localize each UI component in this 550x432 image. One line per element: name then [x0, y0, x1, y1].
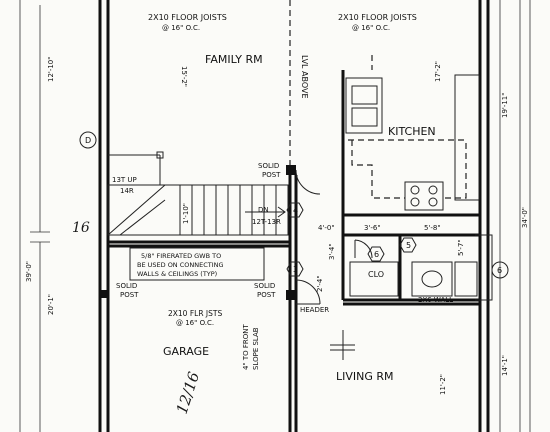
dim-15-2: 15'-2"	[180, 66, 188, 87]
solid-post-left: SOLID	[116, 282, 137, 290]
solid-posts	[100, 165, 296, 300]
stair-up-risers: 14R	[120, 187, 134, 195]
family-room-label: FAMILY RM	[205, 53, 263, 66]
dim-1-10: 1'-10"	[182, 203, 190, 224]
tag-d: D	[85, 136, 91, 145]
stair-dn-risers: 12T-13R	[252, 218, 281, 226]
tag-3: 3	[293, 265, 298, 274]
bath-fixtures	[349, 239, 478, 297]
solid-post-top-2: POST	[262, 171, 281, 179]
solid-post-top: SOLID	[258, 162, 279, 170]
living-room-label: LIVING RM	[336, 370, 394, 383]
staircase	[107, 151, 289, 236]
joists-right-oc: @ 16" O.C.	[352, 24, 390, 32]
dim-17-2: 17'-2"	[434, 61, 442, 82]
header-label: HEADER	[300, 306, 329, 314]
closet-label: CLO	[368, 270, 384, 279]
joists-left-label: 2X10 FLOOR JOISTS	[148, 13, 227, 22]
solid-post-mid: SOLID	[254, 282, 275, 290]
stair-up-label: 13T UP	[112, 176, 137, 184]
dim-19-11: 19'-11"	[501, 93, 509, 118]
handwritten-16: 16	[72, 220, 90, 236]
dim-5-7: 5'-7"	[457, 239, 465, 256]
tag-6b: 6	[497, 266, 502, 275]
callout-tags: D 4 6 5 3 6	[79, 131, 509, 279]
dim-3-4: 3'-4"	[328, 243, 336, 260]
dim-39-0: 39'-0"	[25, 261, 33, 282]
slope-note-1: 4" TO FRONT	[242, 323, 250, 370]
dim-5-8: 5'-8"	[424, 224, 441, 232]
solid-post-mid-2: POST	[257, 291, 276, 299]
joists-right-label: 2X10 FLOOR JOISTS	[338, 13, 417, 22]
wall-2x6-label: 2X6 WALL	[418, 296, 453, 304]
stair-dn-label: DN	[258, 206, 269, 214]
fire-note-box	[129, 247, 265, 281]
solid-post-left-2: POST	[120, 291, 139, 299]
dim-14-1: 14'-1"	[501, 355, 509, 376]
dim-12-10: 12'-10"	[47, 57, 55, 82]
dim-11-2: 11'-2"	[439, 374, 447, 395]
tag-5: 5	[406, 241, 411, 250]
garage-joists-oc: @ 16" O.C.	[176, 319, 214, 327]
tag-4: 4	[293, 206, 298, 215]
labels: 2X10 FLOOR JOISTS @ 16" O.C. 2X10 FLOOR …	[25, 13, 529, 416]
firerated-line-2: BE USED ON CONNECTING	[137, 261, 224, 269]
interior-walls	[108, 70, 480, 432]
garage-label: GARAGE	[163, 345, 209, 358]
garage-joists-label: 2X10 FLR JSTS	[168, 309, 222, 318]
firerated-line-1: 5/8" FIRERATED GWB TO	[141, 252, 221, 260]
dim-20-1: 20'-1"	[47, 294, 55, 315]
dim-3-6: 3'-6"	[364, 224, 381, 232]
slope-note-2: SLOPE SLAB	[252, 327, 260, 370]
firerated-line-3: WALLS & CEILINGS (TYP)	[137, 270, 217, 278]
joists-left-oc: @ 16" O.C.	[162, 24, 200, 32]
lvl-above-label: LVL ABOVE	[300, 55, 309, 99]
dim-2-4: 2'-4"	[316, 275, 324, 292]
kitchen-counters	[345, 55, 480, 211]
kitchen-label: KITCHEN	[388, 125, 436, 138]
tag-6: 6	[374, 250, 379, 259]
dim-34-0: 34'-0"	[521, 207, 529, 228]
dim-4-0: 4'-0"	[318, 224, 335, 232]
dimension-lines	[19, 0, 531, 432]
